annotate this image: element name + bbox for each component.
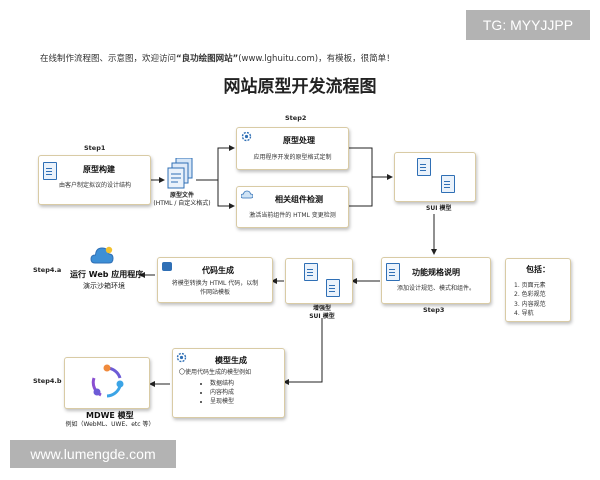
includes-item: 4. 导航 [514,309,534,317]
node-component-detect: 相关组件检测 激活当前组件的 HTML 变更检测 [236,186,349,228]
enhanced-sui-label-line2: SUI 模型 [309,313,335,320]
node-title: 功能规格说明 [412,268,460,277]
step4b-label: Step4.b [33,377,62,385]
node-desc: 将模型转换为 HTML 代码，以制 作网站模板 [162,280,268,297]
bullet-item: 内容构成 [210,388,234,397]
prototype-file-desc: (HTML / 自定义格式) [153,200,211,207]
includes-title: 包括： [526,265,550,274]
node-desc: 激活当前组件的 HTML 变更检测 [249,212,336,219]
settings-icon [176,352,187,363]
prototype-file-icon [166,157,196,192]
step3-label: Step3 [423,306,445,314]
diagram-title: 网站原型开发流程图 [223,77,377,97]
node-enhanced-sui [285,258,353,304]
document-icon [417,158,431,176]
run-web-desc: 演示沙箱环境 [83,282,125,290]
arrow-file-to-detect [217,180,235,209]
node-desc: 由客户制定拟议的设计结构 [58,182,131,189]
node-title: 相关组件检测 [275,195,323,204]
arrow-detect-to-sui [348,177,373,207]
node-model-gen: 模型生成 〇使用代码生成的模型例如 数据结构 内容构成 呈现模型 [172,348,285,418]
settings-icon [241,131,252,142]
step4a-label: Step4.a [33,266,62,274]
intro-highlight: “良功绘图网站” [176,54,239,64]
node-desc: 应用程序开发的原型格式定制 [253,154,332,161]
bullet-item: 呈现模型 [210,397,234,406]
node-prototype-build: 原型构建 由客户制定拟议的设计结构 [38,155,151,205]
document-icon [326,279,340,297]
document-icon [441,175,455,193]
step1-label: Step1 [84,144,106,152]
document-icon [386,263,400,281]
arrow-process-to-sui [348,147,393,180]
node-title: 模型生成 [215,356,247,365]
document-stack-icon [167,157,193,189]
cloud-icon [241,190,253,199]
node-desc-line2: 作网站模板 [199,288,230,296]
node-includes: 包括： 1. 页面元素 2. 色彩规范 3. 内容规范 4. 导航 [505,258,571,322]
run-web-title: 运行 Web 应用程序 [70,270,144,279]
node-func-spec: 功能规格说明 添加设计规范、模式和组件。 [381,257,491,304]
node-intro: 〇使用代码生成的模型例如 [179,369,252,376]
includes-item: 3. 内容规范 [514,300,546,308]
sui-model-label: SUI 模型 [426,205,452,212]
document-icon [43,162,57,180]
enhanced-sui-label-line1: 增强型 [312,305,331,312]
node-title: 代码生成 [202,266,234,275]
arrow-file-to-process [196,145,235,181]
mdwe-title: MDWE 模型 [86,411,134,420]
node-prototype-process: 原型处理 应用程序开发的原型格式定制 [236,127,349,170]
mdwe-desc: 例如（WebML、UWE、etc 等） [65,421,155,428]
includes-item: 1. 页面元素 [514,282,546,289]
intro-after: (www.lghuitu.com)，有模板，很简单！ [238,54,395,64]
intro-before: 在线制作流程图、示意图，欢迎访问 [40,54,177,64]
includes-list: 1. 页面元素 2. 色彩规范 3. 内容规范 4. 导航 [514,281,546,318]
node-desc: 添加设计规范、模式和组件。 [396,285,475,292]
bullet-item: 数据结构 [210,379,234,388]
model-gen-bullets: 数据结构 内容构成 呈现模型 [201,379,234,406]
cloud-icon [90,246,114,264]
document-icon [304,263,318,281]
node-title: 原型构建 [83,165,115,174]
node-sui-model [394,152,476,202]
cycle-icon [91,364,124,398]
node-code-gen: 代码生成 将模型转换为 HTML 代码，以制 作网站模板 [157,257,273,303]
code-window-icon [162,262,172,271]
step2-label: Step2 [285,114,307,122]
prototype-file-title: 原型文件 [169,192,194,199]
node-mdwe [64,357,150,409]
includes-item: 2. 色彩规范 [514,291,546,299]
arrow-enhanced-to-modelgen [283,318,323,385]
intro-text: 在线制作流程图、示意图，欢迎访问“良功绘图网站”(www.lghuitu.com… [40,52,395,64]
node-title: 原型处理 [283,136,315,145]
watermark-top-right: TG: MYYJJPP [466,10,590,40]
watermark-bottom-left: www.lumengde.com [10,440,176,468]
node-desc-line1: 将模型转换为 HTML 代码，以制 [171,280,259,287]
